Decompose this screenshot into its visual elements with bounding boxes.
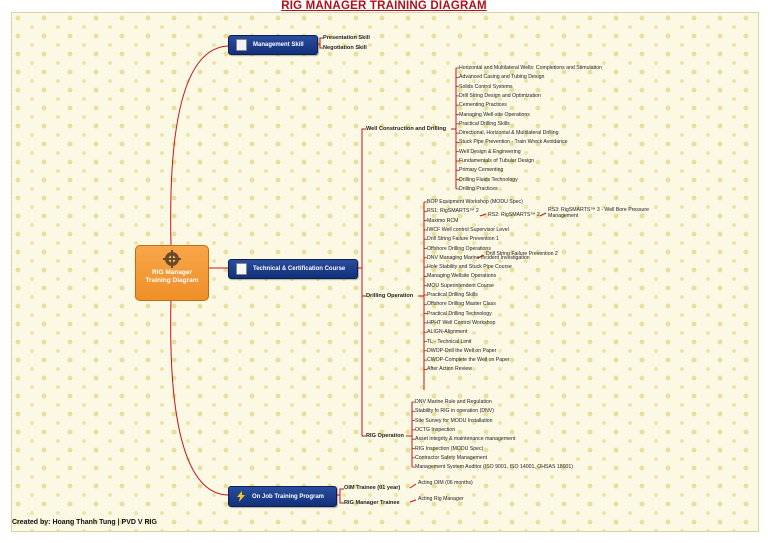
list-item[interactable]: BOP Equipment Workshop (MODU Spec)	[427, 199, 523, 205]
list-item[interactable]: Directional, Horizontal & Multilateral D…	[459, 130, 559, 137]
list-item[interactable]: Asset integrity & maintenance management	[415, 436, 516, 443]
link-oim	[409, 483, 417, 489]
list-item[interactable]: Primary Cementing	[459, 167, 504, 174]
list-item[interactable]: CWOP-Complete the Well on Paper	[427, 357, 510, 364]
ojt-rig-manager-trainee[interactable]: RIG Manager Trainee	[344, 500, 400, 506]
list-item[interactable]: Hole Stability and Stuck Pipe Course	[427, 264, 512, 271]
list-item[interactable]: Cementing Practices	[459, 102, 507, 109]
subtopic-well-construction[interactable]: Well Construction and Drilling	[366, 126, 447, 132]
list-item[interactable]: Practical Drilling Skills	[459, 120, 510, 127]
central-topic-label: RIG Manager Training Diagram	[145, 269, 199, 284]
branch-ojt	[170, 298, 229, 496]
mindmap-canvas	[11, 12, 759, 532]
topic-label: Technical & Certification Course	[253, 266, 346, 272]
bracket-drillop	[418, 202, 425, 390]
list-item[interactable]: Managing Wellsite Operations	[427, 273, 497, 280]
rs3-item[interactable]: RS3: RigSMARTS™ 3 - Well Bore Pressure M…	[548, 207, 649, 219]
list-item[interactable]: Practical Drilling Technology	[427, 310, 492, 317]
rs2-item[interactable]: RS2: RigSMARTS™ 2	[488, 212, 540, 218]
topic-management-skill[interactable]: Management Skill	[228, 35, 318, 55]
notebook-icon	[236, 39, 247, 51]
list-item[interactable]: Contractor Safety Management	[415, 454, 488, 461]
list-item[interactable]: Stuck Pipe Prevention - Train Wreck Avoi…	[459, 139, 568, 146]
link-rm	[409, 499, 417, 503]
list-item[interactable]: MOU Superintendent Course	[427, 282, 494, 289]
list-item[interactable]: Practical Drilling Skills	[427, 292, 478, 298]
bracket-wcd	[451, 68, 457, 189]
link-dsfp2	[477, 254, 485, 259]
list-item[interactable]: ALIGN-Alignment	[427, 329, 468, 336]
branch-ojt-items	[335, 488, 344, 504]
branch-rigop	[361, 268, 366, 437]
branch-drillop	[361, 268, 366, 297]
list-item[interactable]: Managing Well-site Operations	[459, 111, 530, 118]
list-item[interactable]: Stability fo RIG in operation (DNV)	[415, 408, 494, 415]
list-item[interactable]: Well Design & Engineering	[459, 148, 521, 155]
management-item[interactable]: Presentation Skill	[323, 35, 370, 41]
list-item[interactable]: Site Survey for MODU Installation	[415, 417, 493, 424]
branch-management	[170, 45, 229, 246]
link-rs2	[479, 213, 487, 217]
list-item[interactable]: Drilling Practices	[459, 185, 498, 192]
list-item[interactable]: Offshore Drilling Master Class	[427, 301, 496, 308]
list-item[interactable]: Drilling Fluids Technology	[459, 176, 518, 183]
list-item[interactable]: IWCF Well control Supervisor Level	[427, 226, 509, 233]
list-item[interactable]: Advanced Casing and Tubing Design	[459, 74, 545, 81]
rig-emblem-icon	[163, 250, 181, 268]
management-item[interactable]: Negotiation Skill	[323, 45, 367, 51]
ojt-rm-note[interactable]: Acting Rig Manager	[418, 496, 464, 502]
branch-wcd	[356, 128, 366, 269]
topic-label: Management Skill	[253, 42, 304, 48]
subtopic-rig-operation[interactable]: RIG Operation	[366, 433, 404, 439]
ojt-oim-trainee[interactable]: OIM Trainee (01 year)	[344, 485, 401, 491]
diagram-title: RIG MANAGER TRAINING DIAGRAM	[281, 0, 487, 12]
list-item[interactable]: Horizontal and Multilateral Wells: Compl…	[459, 65, 602, 71]
list-item[interactable]: TL - Technical Limit	[427, 338, 472, 345]
list-item[interactable]: OCTG Inspection	[415, 426, 456, 433]
list-item[interactable]: Drill String Failure Prevention 1	[427, 236, 499, 243]
credit-line: Created by: Hoang Thanh Tung | PVD V RIG	[12, 519, 157, 526]
list-item[interactable]: DWOP-Drill the Well on Paper	[427, 347, 497, 354]
ojt-oim-note[interactable]: Acting OIM (06 months)	[418, 480, 473, 486]
lightning-icon	[237, 491, 245, 502]
topic-on-job-training[interactable]: On Job Training Program	[228, 486, 337, 507]
list-item[interactable]: Management System Auditor (ISO 9001, ISO…	[415, 464, 574, 471]
topic-label: On Job Training Program	[252, 493, 325, 500]
central-topic[interactable]: RIG Manager Training Diagram	[135, 245, 209, 301]
list-item[interactable]: DNV Managing Marine Incident Investigati…	[427, 254, 530, 261]
list-item[interactable]: Fundamentals of Tubular Design	[459, 158, 534, 164]
bracket-rigop	[406, 402, 413, 467]
subtopic-drilling-operation[interactable]: Drilling Operation	[366, 293, 414, 299]
list-item[interactable]: RIG Inspection (MODU Spec)	[415, 445, 484, 452]
list-item[interactable]: RS1: RigSMARTS™ 2	[427, 208, 479, 215]
list-item[interactable]: DNV Marine Rule and Regulation	[415, 399, 492, 405]
notepad-pencil-icon	[236, 263, 247, 275]
list-item[interactable]: Solids Control Systems	[459, 83, 513, 90]
list-item[interactable]: Maximo RCM	[427, 217, 459, 224]
list-item[interactable]: HPHT Well Control Workshop	[427, 319, 496, 326]
branch-mgmt-items	[316, 37, 323, 49]
list-item[interactable]: Offshore Drilling Operations	[427, 245, 491, 252]
dsfp2-item[interactable]: Drill String Failure Prevention 2	[486, 251, 558, 257]
topic-technical-course[interactable]: Technical & Certification Course	[228, 259, 358, 279]
list-item[interactable]: Drill String Design and Optimization	[459, 92, 541, 99]
link-rs3	[539, 212, 547, 217]
list-item[interactable]: After Action Review	[427, 366, 472, 373]
